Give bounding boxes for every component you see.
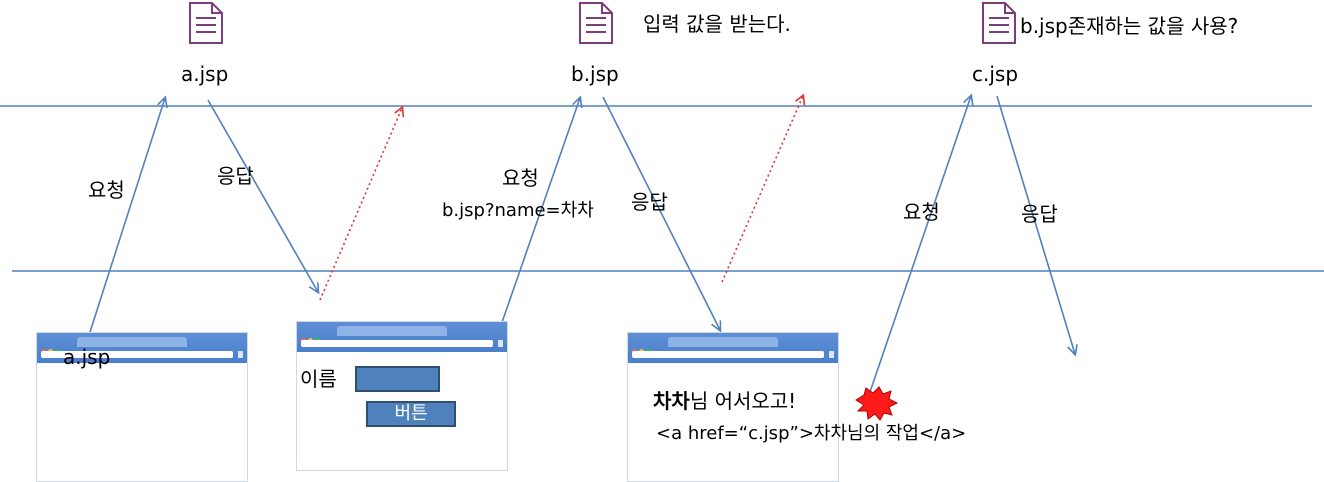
browser-toolbar [297,322,507,352]
server-label-b: b.jsp [571,62,619,86]
server-note-c: b.jsp존재하는 값을 사용? [1020,14,1239,38]
response-arrow-a [207,99,318,292]
greeting-name: 차차 [653,389,690,413]
server-label-a: a.jsp [181,62,229,86]
document-icon [579,2,613,44]
response-arrow-b [602,96,720,330]
server-label-c: c.jsp [972,62,1019,86]
request-query-label: b.jsp?name=차차 [442,200,594,221]
response-label-b: 응답 [631,190,668,214]
request-arrow-c [869,96,971,393]
dotted-arrow-2 [721,96,803,283]
browser-toolbar [628,333,838,363]
greeting-line: 차차님 어서오고! [653,391,796,411]
greeting-rest: 님 어서오고! [689,389,797,413]
server-note-b: 입력 값을 받는다. [643,12,791,36]
browser-a-url-label: a.jsp [63,345,111,369]
browser-toolbar [37,333,247,363]
submit-button[interactable]: 버튼 [366,401,456,427]
name-field-label: 이름 [300,367,337,391]
request-arrow-a [89,98,165,333]
browser-window-c [627,332,839,482]
browser-window-a [36,332,248,482]
response-label-a: 응답 [217,164,254,188]
document-icon [189,2,223,44]
name-input[interactable] [355,366,440,392]
click-burst-icon [855,386,899,421]
request-label-c: 요청 [903,200,940,224]
browser-window-b [296,321,508,471]
link-code-line: <a href=“c.jsp”>차차님의 작업</a> [656,423,967,444]
request-label-b: 요청 [502,166,539,190]
response-arrow-c [996,95,1075,354]
response-label-c: 응답 [1021,202,1058,226]
request-label-a: 요청 [88,178,125,202]
document-icon [982,2,1016,44]
